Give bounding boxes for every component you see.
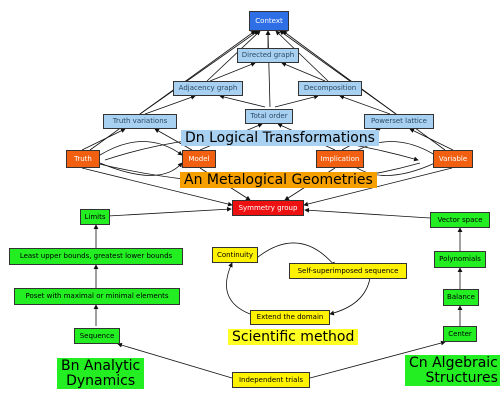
polynomials-node[interactable]: Polynomials (434, 251, 486, 268)
independent-trials-node[interactable]: Independent trials (232, 372, 310, 388)
poset-node[interactable]: Poset with maximal or minimal elements (14, 288, 180, 305)
balance-node[interactable]: Balance (443, 289, 479, 306)
cn-algebraic-structures-band: Cn Algebraic Structures (405, 355, 500, 387)
dn-logical-transformations-band: Dn Logical Transformations (181, 130, 379, 146)
sequence-node[interactable]: Sequence (74, 328, 120, 344)
center-node[interactable]: Center (443, 326, 477, 342)
powerset-lattice-node[interactable]: Powerset lattice (364, 114, 434, 129)
self-superimposed-sequence-node[interactable]: Self-superimposed sequence (289, 263, 407, 279)
implication-node[interactable]: Implication (316, 150, 364, 168)
bn-label-line2: Dynamics (66, 372, 136, 389)
limits-node[interactable]: Limits (80, 209, 110, 225)
directed-graph-node[interactable]: Directed graph (237, 48, 299, 63)
scientific-method-band: Scientific method (228, 329, 359, 345)
bn-label-line1: Bn Analytic (61, 358, 141, 374)
context-node[interactable]: Context (249, 11, 289, 31)
extend-the-domain-node[interactable]: Extend the domain (250, 310, 330, 325)
truth-node[interactable]: Truth (66, 150, 100, 168)
least-upper-bounds-node[interactable]: Least upper bounds, greatest lower bound… (9, 248, 183, 265)
bn-analytic-dynamics-band: Bn Analytic Dynamics (57, 358, 145, 390)
adjacency-graph-node[interactable]: Adjacency graph (173, 81, 243, 96)
vector-space-node[interactable]: Vector space (430, 212, 490, 228)
cn-label-line1: Cn Algebraic (409, 355, 498, 371)
decomposition-node[interactable]: Decomposition (298, 81, 362, 96)
truth-variations-node[interactable]: Truth variations (103, 114, 177, 129)
variable-node[interactable]: Variable (433, 150, 473, 168)
total-order-node[interactable]: Total order (245, 109, 293, 124)
continuity-node[interactable]: Continuity (212, 247, 258, 263)
an-metalogical-geometries-band: An Metalogical Geometries (180, 172, 377, 188)
cn-label-line2: Structures (425, 369, 498, 386)
symmetry-group-node[interactable]: Symmetry group (232, 200, 304, 216)
model-node[interactable]: Model (182, 150, 216, 168)
